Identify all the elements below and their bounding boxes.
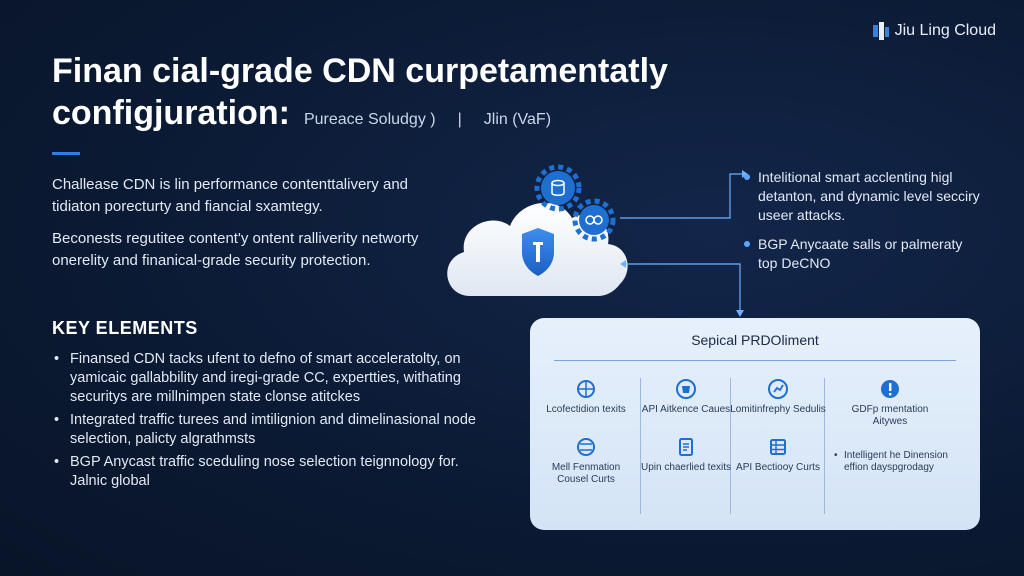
title-line-2: configjuration: bbox=[52, 94, 290, 132]
panel-cell-label: Lomitinfrephy Sedulis bbox=[730, 404, 826, 415]
arrow-down-icon bbox=[736, 310, 744, 317]
feature-notes: Intelitional smart acclenting higl detan… bbox=[742, 168, 982, 283]
key-element-item: Integrated traffic turees and imtilignio… bbox=[52, 411, 492, 449]
subtitle-left: Pureace Soludgy ) bbox=[303, 111, 436, 128]
brand-name: Jiu Ling Cloud bbox=[894, 22, 996, 39]
panel-cell-label: Mell Fenmation Cousel Curts bbox=[551, 462, 621, 485]
subtitle-right: Jlin (VaF) bbox=[483, 111, 552, 128]
alert-badge-icon bbox=[881, 380, 899, 398]
key-elements-list: Finansed CDN tacks ufent to defno of sma… bbox=[52, 350, 492, 495]
panel-cell: API Aitkence Caues bbox=[638, 378, 734, 416]
panel-cell: Upin chaerlied texits bbox=[638, 436, 734, 474]
key-element-item: BGP Anycast traffic sceduling nose selec… bbox=[52, 453, 492, 491]
gear-chart-icon bbox=[768, 379, 788, 399]
shield-icon bbox=[522, 228, 554, 276]
page-title: Finan cial-grade CDN curpetamentatly con… bbox=[52, 50, 812, 141]
intro-paragraph-1: Challease CDN is lin performance content… bbox=[52, 176, 409, 215]
feature-note: BGP Anycaate salls or palmeraty top DeCN… bbox=[742, 235, 982, 273]
column-divider bbox=[640, 378, 641, 514]
subtitle-separator: | bbox=[457, 111, 462, 128]
document-icon bbox=[679, 438, 693, 456]
key-element-item: Finansed CDN tacks ufent to defno of sma… bbox=[52, 350, 492, 407]
database-gear-icon bbox=[534, 164, 582, 212]
panel-cell-label: API Aitkence Caues bbox=[641, 404, 731, 415]
brand-logo: Jiu Ling Cloud bbox=[872, 22, 996, 40]
panel-cell: Mell Fenmation Cousel Curts bbox=[538, 436, 634, 486]
panel-cell: Lomitinfrephy Sedulis bbox=[730, 378, 826, 416]
panel-cell: GDFp rmentation Aitywes bbox=[834, 378, 946, 428]
grid-table-icon bbox=[770, 439, 786, 455]
column-divider bbox=[824, 378, 825, 514]
key-elements-heading: KEY ELEMENTS bbox=[52, 318, 198, 338]
column-divider bbox=[730, 378, 731, 514]
solution-panel: Sepical PRDOliment Lcofectidion texits A… bbox=[530, 318, 980, 530]
connector-lines bbox=[620, 173, 742, 310]
feature-note: Intelitional smart acclenting higl detan… bbox=[742, 168, 982, 225]
globe-network-icon bbox=[577, 380, 595, 398]
title-line-1: Finan cial-grade CDN curpetamentatly bbox=[52, 52, 668, 90]
intro-paragraph-2: Beconests regutitee content'y ontent ral… bbox=[52, 230, 419, 269]
brand-mark-icon bbox=[872, 22, 889, 40]
panel-cell-label: Lcofectidion texits bbox=[546, 404, 626, 415]
server-globe-icon bbox=[577, 438, 595, 456]
panel-cell: API Bectiooy Curts bbox=[730, 436, 826, 474]
panel-divider bbox=[554, 360, 956, 361]
arrow-left-icon bbox=[620, 260, 626, 268]
panel-cell-label: API Bectiooy Curts bbox=[736, 462, 820, 473]
api-shield-icon bbox=[676, 379, 696, 399]
cloud-security-graphic bbox=[447, 164, 748, 317]
panel-note: Intelligent he Dinension effion dayspgro… bbox=[834, 450, 954, 474]
panel-cell: Lcofectidion texits bbox=[538, 378, 634, 416]
panel-title: Sepical PRDOliment bbox=[691, 332, 819, 348]
accent-divider bbox=[52, 152, 80, 155]
link-gear-icon bbox=[572, 198, 616, 242]
panel-cell-label: Upin chaerlied texits bbox=[640, 462, 732, 473]
panel-cell-label: GDFp rmentation Aitywes bbox=[851, 404, 929, 427]
